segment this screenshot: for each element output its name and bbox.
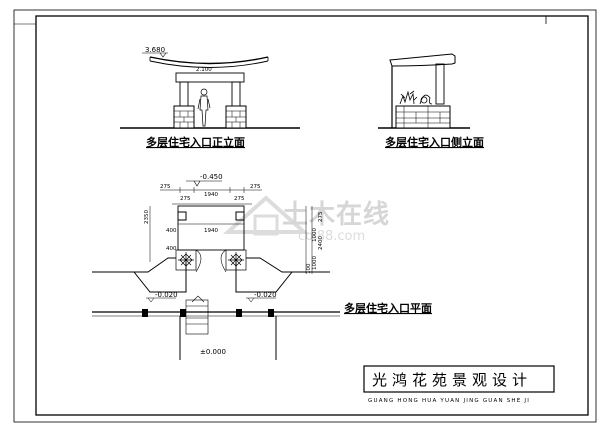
watermark-main: 土木在线 [282, 200, 390, 230]
dim-mid-0: 275 [180, 196, 191, 202]
side-elevation: 多层住宅入口侧立面 [378, 53, 484, 149]
dim-mid-1: 275 [234, 196, 245, 202]
front-level-beam: 2.100 [196, 67, 212, 73]
plan-level-right: -0.020 [254, 291, 277, 299]
watermark: 土木在线 coi88.com [222, 195, 390, 244]
front-elevation: 3.680 2.100 多层住宅入口正立面 [120, 46, 300, 149]
side-column [435, 63, 445, 105]
dim-left-v: 2350 [144, 210, 150, 224]
entrance-plan: -0.450 275 1940 275 275 275 1940 400 400… [92, 173, 432, 360]
project-title: 光鸿花苑景观设计 [372, 371, 532, 389]
column-right [231, 81, 241, 107]
dim-left-b: 400 [166, 246, 177, 252]
beam [175, 72, 245, 83]
dim-right-1: 1000 [312, 228, 318, 242]
side-plants [399, 90, 433, 105]
column-left [179, 81, 189, 107]
roof-profile [389, 53, 456, 67]
plan-level-ground: ±0.000 [200, 348, 226, 356]
dim-top-2: 275 [250, 184, 261, 190]
project-title-pinyin: GUANG HONG HUA YUAN JING GUAN SHE JI [368, 398, 530, 404]
front-elevation-caption: 多层住宅入口正立面 [146, 135, 245, 149]
dim-top-0: 275 [160, 184, 171, 190]
stair [185, 295, 209, 335]
side-elevation-caption: 多层住宅入口侧立面 [385, 135, 484, 149]
person-figure [197, 88, 211, 127]
sheet-outer-border [13, 9, 597, 423]
plan-level-left: -0.020 [155, 291, 178, 299]
plan-level-top: -0.450 [200, 173, 223, 181]
dim-left-a: 400 [166, 228, 177, 234]
side-plinth [395, 105, 451, 129]
dim-right-3: 1000 [312, 256, 318, 270]
dim-inner: 1940 [204, 228, 218, 234]
sheet-inner-border [35, 15, 589, 416]
dim-right-2: 2400 [318, 236, 324, 250]
dim-top-1: 1940 [204, 192, 218, 198]
front-level-top: 3.680 [145, 46, 165, 54]
canopy-outline [177, 205, 245, 251]
plan-caption: 多层住宅入口平面 [344, 301, 432, 315]
dim-right-4: 100 [306, 263, 312, 274]
dim-right-0: 275 [318, 211, 324, 222]
watermark-sub: coi88.com [298, 229, 365, 244]
title-block: 光鸿花苑景观设计 GUANG HONG HUA YUAN JING GUAN S… [363, 365, 555, 404]
roof-curve [149, 56, 269, 65]
